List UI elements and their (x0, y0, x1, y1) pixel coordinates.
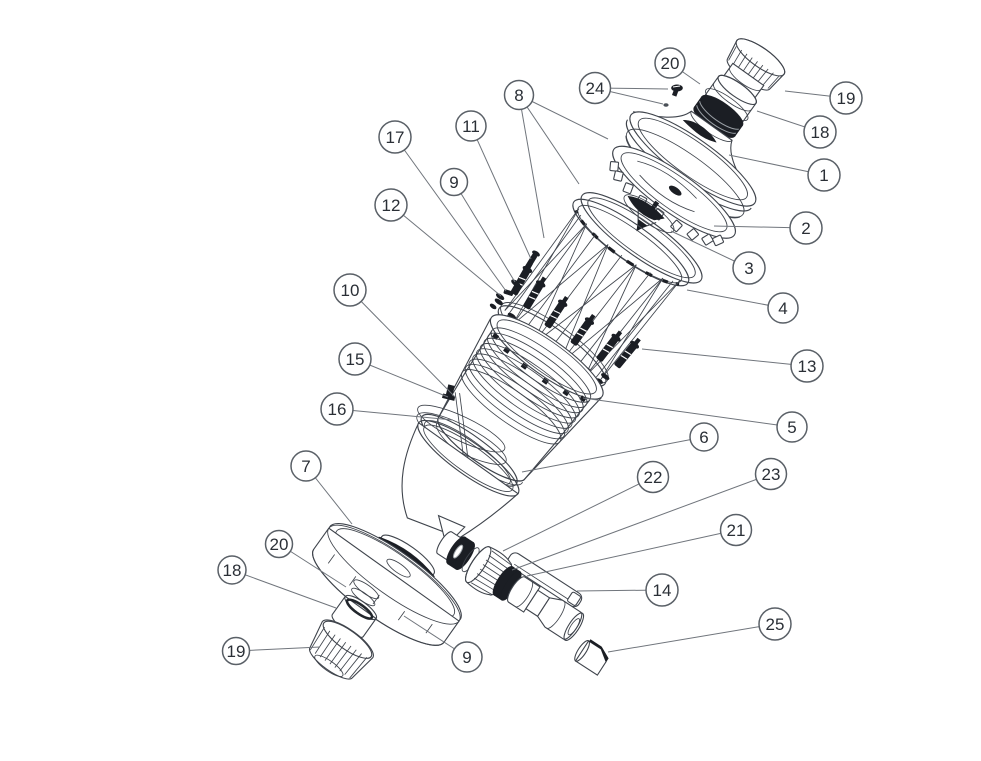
tiny-pin (663, 103, 668, 107)
callout-19-bottom: 19 (223, 638, 250, 665)
callout-9-upper-number: 9 (449, 173, 458, 192)
callout-9-upper: 9 (441, 169, 468, 196)
callout-5-number: 5 (787, 418, 796, 437)
callout-11-leader (471, 126, 531, 259)
callout-8-leader (519, 95, 544, 238)
callout-19-top-number: 19 (837, 89, 856, 108)
callout-20-bottom-number: 20 (270, 535, 289, 554)
callout-20-top-number: 20 (661, 54, 680, 73)
callout-7-number: 7 (301, 457, 310, 476)
callout-17-number: 17 (386, 128, 405, 147)
callout-21: 21 (721, 515, 752, 546)
callout-13: 13 (791, 350, 823, 382)
callout-5: 5 (777, 412, 807, 442)
callout-15-number: 15 (346, 350, 365, 369)
callout-8-number: 8 (514, 86, 523, 105)
callout-16: 16 (321, 393, 353, 425)
callout-5-leader (583, 398, 792, 427)
callout-24: 24 (580, 73, 611, 104)
callout-25-number: 25 (766, 615, 785, 634)
callout-4-number: 4 (778, 299, 787, 318)
callout-23: 23 (756, 459, 787, 490)
callout-14-number: 14 (653, 581, 672, 600)
callout-10: 10 (334, 274, 366, 306)
callout-16-number: 16 (328, 400, 347, 419)
small-screw (522, 250, 540, 273)
callout-12: 12 (375, 189, 407, 221)
callout-23-number: 23 (762, 465, 781, 484)
callout-18-bottom-number: 18 (223, 561, 242, 580)
callout-19-bottom-number: 19 (227, 642, 246, 661)
callout-13-leader (642, 349, 807, 366)
callout-2-number: 2 (801, 219, 810, 238)
callout-2: 2 (790, 212, 822, 244)
callout-13-number: 13 (798, 357, 817, 376)
callout-9-lower: 9 (452, 642, 482, 672)
callout-22: 22 (638, 462, 669, 493)
callout-3-number: 3 (744, 259, 753, 278)
callout-1: 1 (808, 159, 840, 191)
callout-18-top-number: 18 (811, 123, 830, 142)
screw (522, 275, 549, 310)
elbow-fitting (572, 637, 611, 675)
callout-21-number: 21 (727, 521, 746, 540)
callout-10-leader (350, 290, 456, 398)
callout-1-number: 1 (819, 166, 828, 185)
callout-24-number: 24 (586, 79, 605, 98)
tiny-screw-and-pin (663, 85, 682, 107)
callout-6: 6 (690, 423, 718, 451)
callout-19-top: 19 (830, 82, 862, 114)
callout-15: 15 (339, 343, 371, 375)
callout-18-bottom-leader (232, 570, 336, 608)
callout-22-leader (503, 477, 653, 551)
callout-11-number: 11 (462, 117, 480, 136)
callout-18-top: 18 (804, 116, 836, 148)
callout-12-number: 12 (382, 196, 401, 215)
callout-7: 7 (291, 451, 321, 481)
callout-14: 14 (646, 574, 678, 606)
callout-17: 17 (379, 121, 411, 153)
callout-3: 3 (733, 252, 765, 284)
callout-17-leader (395, 137, 506, 291)
callout-18-bottom: 18 (218, 556, 246, 584)
callout-10-number: 10 (341, 281, 360, 300)
callout-20-bottom: 20 (266, 531, 293, 558)
callout-12-leader (391, 205, 501, 296)
callout-4: 4 (768, 293, 798, 323)
callout-8-leader (519, 95, 579, 184)
callout-25-leader (608, 624, 775, 652)
callout-25: 25 (759, 608, 791, 640)
callout-20-top: 20 (655, 48, 685, 78)
callout-6-number: 6 (699, 428, 708, 447)
callout-22-number: 22 (644, 468, 663, 487)
callout-11: 11 (456, 111, 486, 141)
callout-8: 8 (505, 81, 534, 110)
callout-9-lower-number: 9 (462, 648, 471, 667)
